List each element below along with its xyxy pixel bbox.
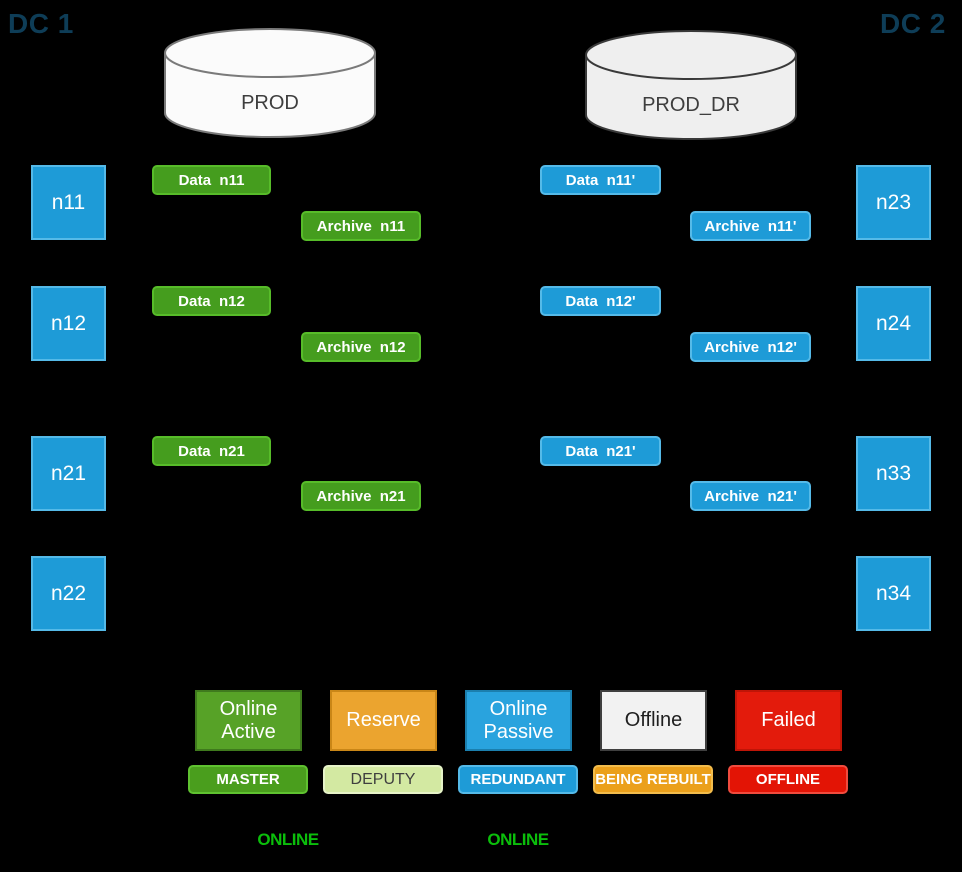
archive-chip-n12-prime: Archive n12' xyxy=(690,332,811,362)
node-n21: n21 xyxy=(31,436,106,511)
legend-chip-master: MASTER xyxy=(188,765,308,794)
node-n12: n12 xyxy=(31,286,106,361)
data-chip-n12-prime: Data n12' xyxy=(540,286,661,316)
legend-chip-offline: OFFLINE xyxy=(728,765,848,794)
archive-chip-n11: Archive n11 xyxy=(301,211,421,241)
online-status-label-right: ONLINE xyxy=(487,830,549,849)
cylinder-top xyxy=(164,28,376,78)
node-n23: n23 xyxy=(856,165,931,240)
prod-database-label: PROD xyxy=(241,92,299,114)
online-status-label-left: ONLINE xyxy=(257,830,319,849)
data-chip-n12: Data n12 xyxy=(152,286,271,316)
node-n11: n11 xyxy=(31,165,106,240)
cylinder-top xyxy=(585,30,797,80)
node-n22: n22 xyxy=(31,556,106,631)
legend-chip-being-rebuilt: BEING REBUILT xyxy=(593,765,713,794)
archive-chip-n21: Archive n21 xyxy=(301,481,421,511)
legend-box-reserve: Reserve xyxy=(330,690,437,751)
proddr-database-label: PROD_DR xyxy=(642,94,740,116)
legend-chip-redundant: REDUNDANT xyxy=(458,765,578,794)
node-n34: n34 xyxy=(856,556,931,631)
node-n33: n33 xyxy=(856,436,931,511)
dc2-title: DC 2 xyxy=(880,8,946,39)
legend-chip-deputy: DEPUTY xyxy=(323,765,443,794)
legend-box-online-passive: Online Passive xyxy=(465,690,572,751)
archive-chip-n11-prime: Archive n11' xyxy=(690,211,811,241)
archive-chip-n12: Archive n12 xyxy=(301,332,421,362)
node-n24: n24 xyxy=(856,286,931,361)
legend-box-failed: Failed xyxy=(735,690,842,751)
legend-box-online-active: Online Active xyxy=(195,690,302,751)
dc1-title: DC 1 xyxy=(8,8,74,39)
legend-box-offline: Offline xyxy=(600,690,707,751)
data-chip-n21-prime: Data n21' xyxy=(540,436,661,466)
archive-chip-n21-prime: Archive n21' xyxy=(690,481,811,511)
data-chip-n11-prime: Data n11' xyxy=(540,165,661,195)
prod-database-cylinder: PROD xyxy=(164,28,376,138)
data-chip-n21: Data n21 xyxy=(152,436,271,466)
proddr-database-cylinder: PROD_DR xyxy=(585,30,797,140)
data-chip-n11: Data n11 xyxy=(152,165,271,195)
